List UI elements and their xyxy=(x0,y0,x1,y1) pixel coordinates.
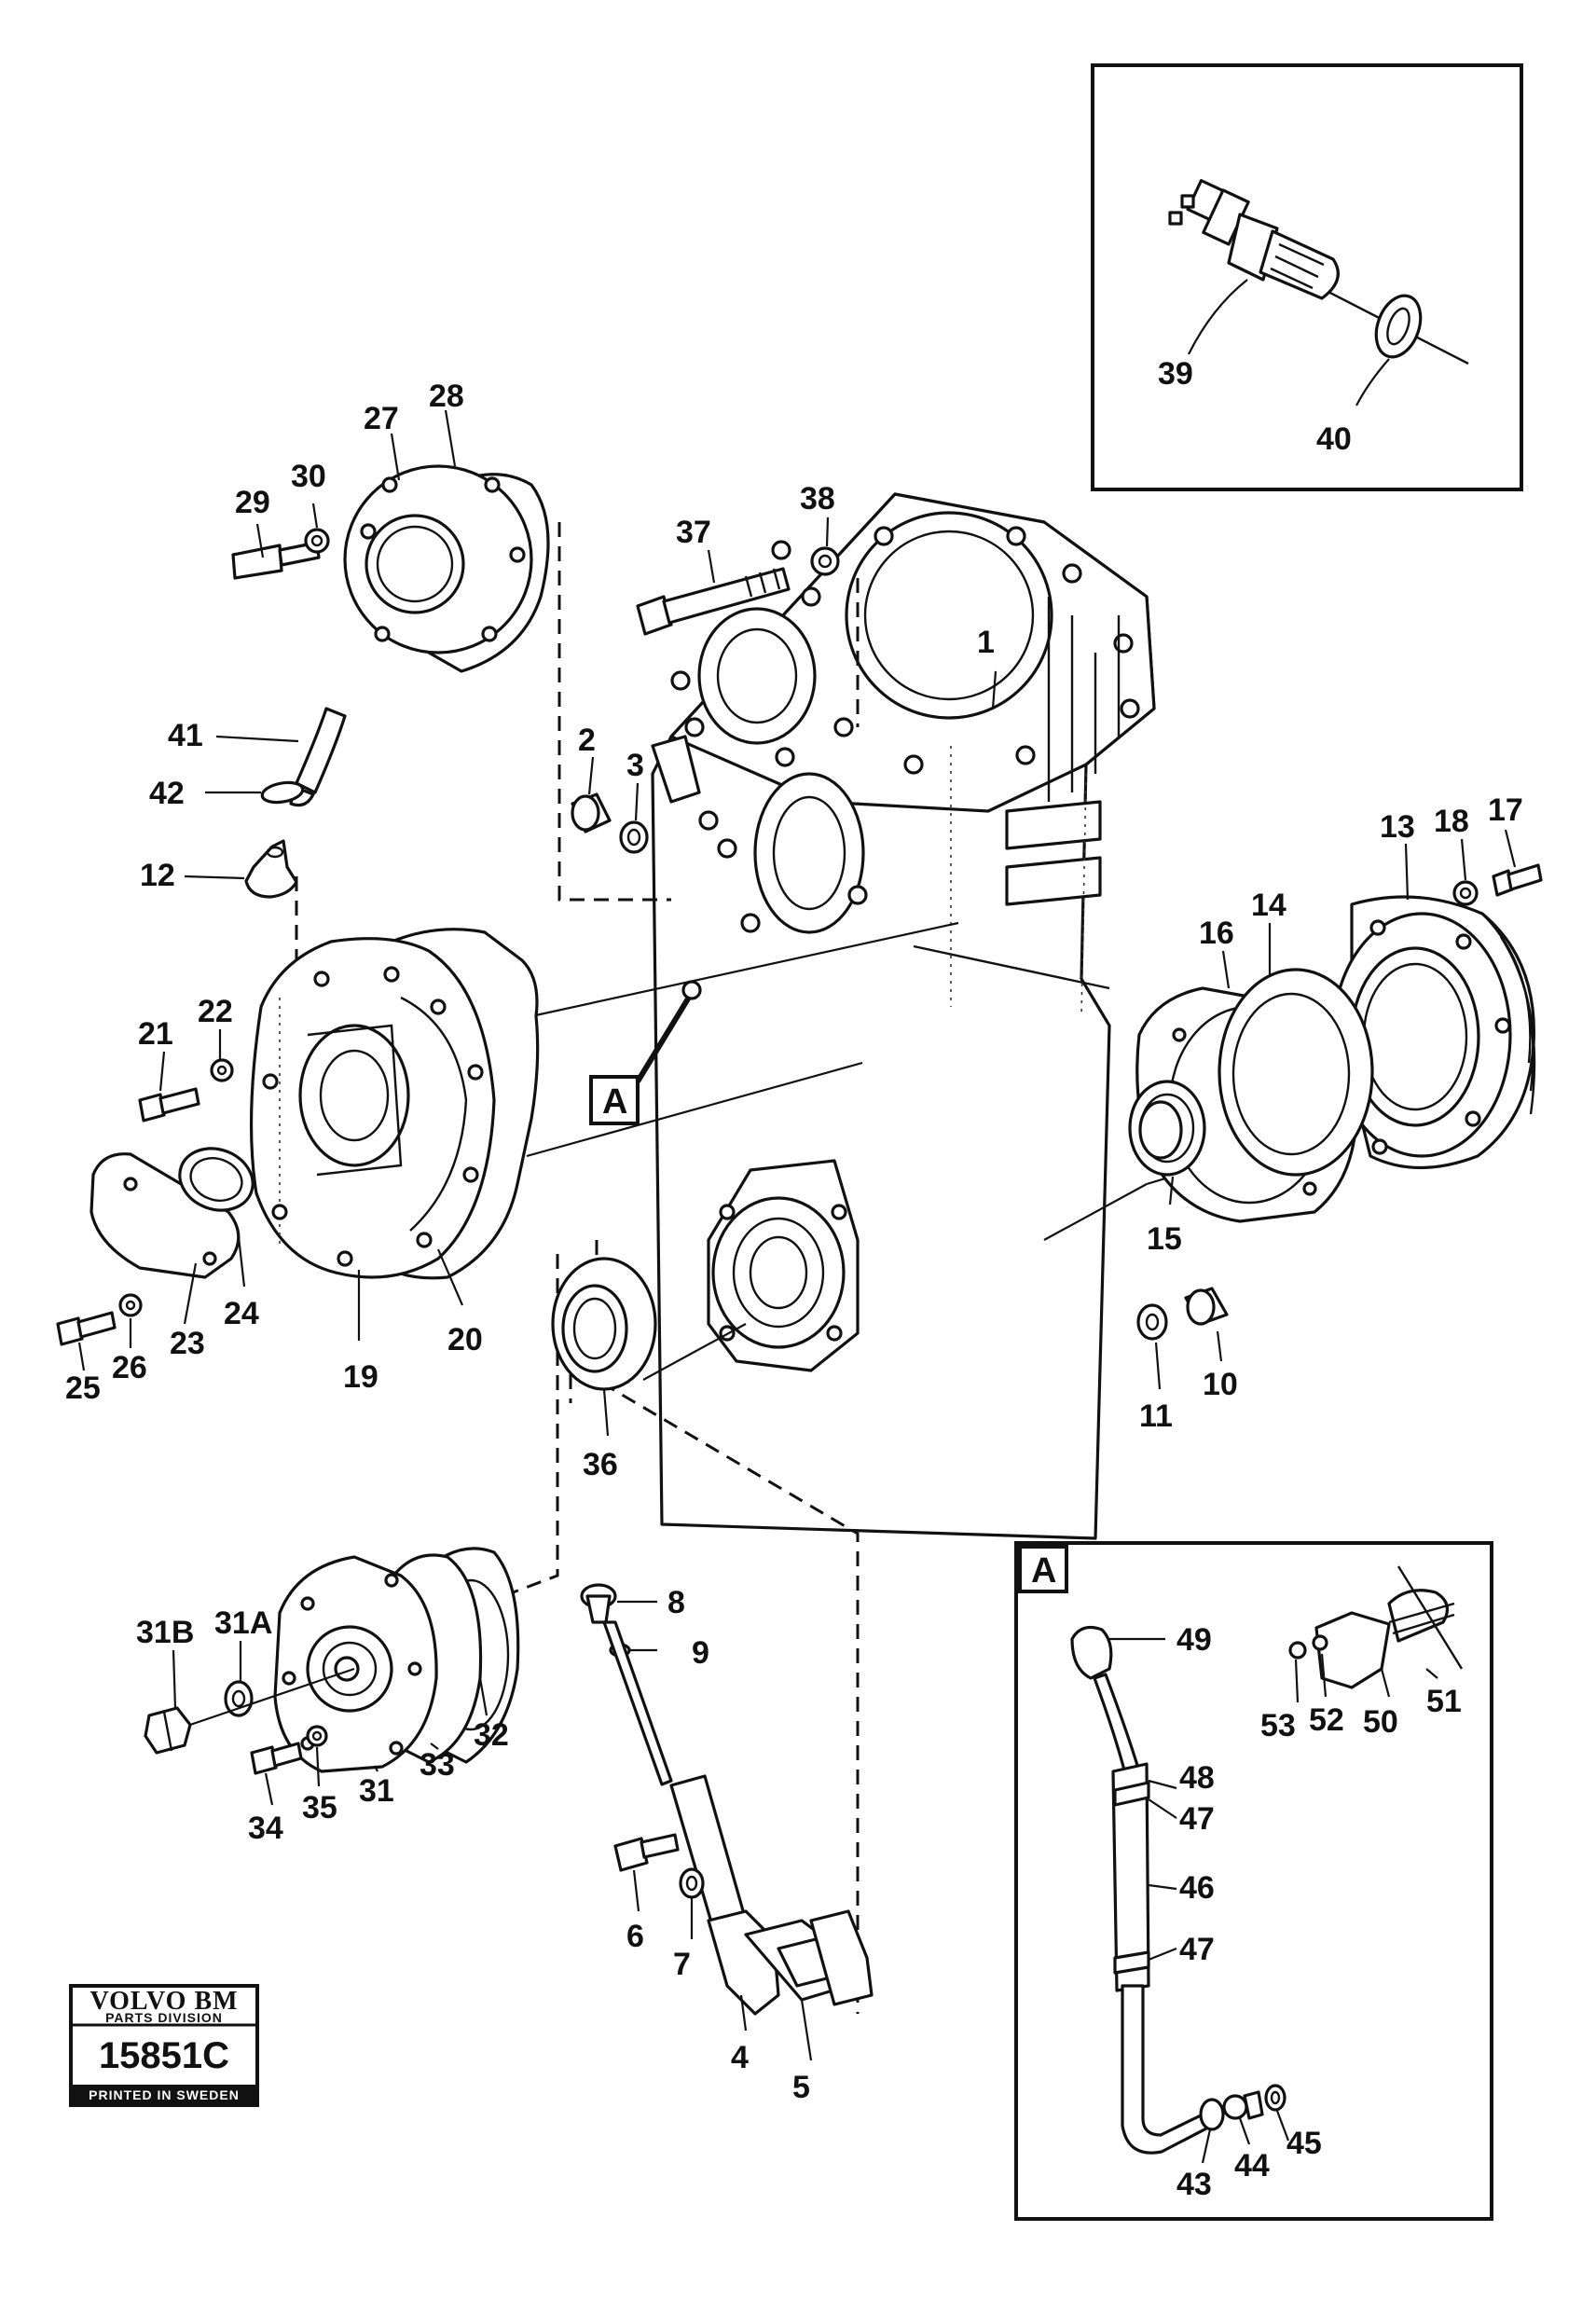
callout-26: 26 xyxy=(112,1350,147,1385)
stamp-division: PARTS DIVISION xyxy=(105,2010,223,2025)
callout-48: 48 xyxy=(1179,1760,1215,1796)
left-cover-assembly: 19 20 xyxy=(249,928,540,1395)
callout-46: 46 xyxy=(1179,1870,1215,1906)
detail-a-inset-frame xyxy=(1014,1541,1493,2221)
sender-inset: 39 40 xyxy=(1091,63,1523,491)
plug-2-washer-3: 2 3 xyxy=(571,723,649,854)
callout-15: 15 xyxy=(1147,1221,1182,1257)
callout-14: 14 xyxy=(1251,888,1286,923)
callout-39: 39 xyxy=(1158,356,1193,392)
callout-1-label: 1 xyxy=(977,625,995,660)
bolt-21-washer-22: 21 22 xyxy=(138,994,234,1123)
callout-37: 37 xyxy=(676,515,711,550)
callout-29: 29 xyxy=(235,485,270,520)
callout-36: 36 xyxy=(583,1447,618,1482)
callout-50: 50 xyxy=(1363,1704,1398,1740)
callout-4: 4 xyxy=(731,2040,749,2075)
callout-40: 40 xyxy=(1316,421,1352,457)
callout-31B: 31B xyxy=(136,1615,194,1650)
callout-19: 19 xyxy=(343,1359,378,1395)
callout-20: 20 xyxy=(447,1322,483,1357)
callout-51: 51 xyxy=(1426,1684,1462,1719)
callout-31: 31 xyxy=(359,1773,394,1809)
callout-18: 18 xyxy=(1434,804,1469,839)
callout-17: 17 xyxy=(1488,792,1523,828)
sender-inset-frame xyxy=(1091,63,1523,491)
callout-44: 44 xyxy=(1234,2148,1270,2183)
callout-22: 22 xyxy=(198,994,233,1029)
callout-35: 35 xyxy=(302,1790,337,1825)
callout-28: 28 xyxy=(429,379,464,414)
seal-36: 36 xyxy=(551,1257,657,1482)
upper-cover-assembly: 27 28 29 30 xyxy=(231,379,550,673)
sender-switch xyxy=(1168,179,1469,365)
breather-hose-assembly: 41 42 12 xyxy=(140,707,347,899)
stamp-code: 15851C xyxy=(99,2035,229,2076)
ring-14 xyxy=(1218,968,1374,1177)
callout-34: 34 xyxy=(248,1811,283,1846)
stamp-brand: VOLVO BM xyxy=(89,1987,238,2016)
callout-3: 3 xyxy=(626,748,644,783)
callout-27: 27 xyxy=(364,401,399,436)
detail-a-inset-marker: A xyxy=(1031,1551,1056,1591)
callout-31A: 31A xyxy=(214,1605,272,1641)
callout-5: 5 xyxy=(792,2070,810,2105)
callout-38: 38 xyxy=(800,481,835,517)
callout-25: 25 xyxy=(65,1370,101,1406)
long-bolt-assembly: 37 38 xyxy=(636,481,840,636)
callout-21: 21 xyxy=(138,1016,173,1052)
seal-15 xyxy=(1128,1080,1206,1177)
sender-washer xyxy=(1374,294,1423,359)
callout-13: 13 xyxy=(1380,809,1415,845)
callout-10: 10 xyxy=(1203,1367,1238,1402)
detail-a-marker-text: A xyxy=(602,1082,627,1122)
callout-33: 33 xyxy=(420,1747,455,1783)
pto-flange xyxy=(707,1159,860,1372)
dipstick-assembly: 8 9 6 7 4 5 xyxy=(580,1583,874,2105)
bracket-detail xyxy=(1288,1565,1464,1689)
callout-12: 12 xyxy=(140,858,175,893)
callout-42: 42 xyxy=(149,776,185,811)
callout-30: 30 xyxy=(291,459,326,494)
callout-2: 2 xyxy=(578,723,596,758)
callout-52: 52 xyxy=(1309,1702,1344,1738)
callout-16: 16 xyxy=(1199,916,1234,951)
lower-cover-assembly: 31B 31A 31 32 33 34 35 xyxy=(136,1547,520,1846)
callout-23: 23 xyxy=(170,1326,205,1361)
callout-32: 32 xyxy=(474,1717,509,1753)
callout-11: 11 xyxy=(1139,1398,1173,1434)
callout-45: 45 xyxy=(1286,2126,1322,2161)
callout-47-upper: 47 xyxy=(1179,1801,1215,1837)
callout-24: 24 xyxy=(224,1296,259,1331)
callout-9: 9 xyxy=(692,1635,709,1671)
callout-7: 7 xyxy=(673,1947,691,1982)
detail-a-inset: A xyxy=(1014,1541,1493,2221)
plug-10-washer-11: 10 11 xyxy=(1136,1287,1238,1434)
parts-division-stamp: VOLVO BM PARTS DIVISION 15851C PRINTED I… xyxy=(69,1984,259,2107)
small-cover-assembly: 23 24 25 26 xyxy=(56,1147,259,1406)
callout-41: 41 xyxy=(168,718,203,753)
callout-49: 49 xyxy=(1176,1622,1212,1658)
dipstick-tube-detail xyxy=(1070,1626,1286,2155)
callout-8: 8 xyxy=(667,1585,685,1620)
gearbox-housing: 1 xyxy=(651,492,1156,1540)
right-cover-assembly: 13 14 16 15 17 18 xyxy=(1128,792,1543,1257)
stamp-footer: PRINTED IN SWEDEN xyxy=(89,2087,240,2102)
detail-a-marker: A xyxy=(589,980,702,1125)
callout-6: 6 xyxy=(626,1919,644,1954)
callout-53: 53 xyxy=(1260,1708,1296,1743)
callout-47-lower: 47 xyxy=(1179,1932,1215,1967)
callout-43: 43 xyxy=(1176,2167,1212,2202)
